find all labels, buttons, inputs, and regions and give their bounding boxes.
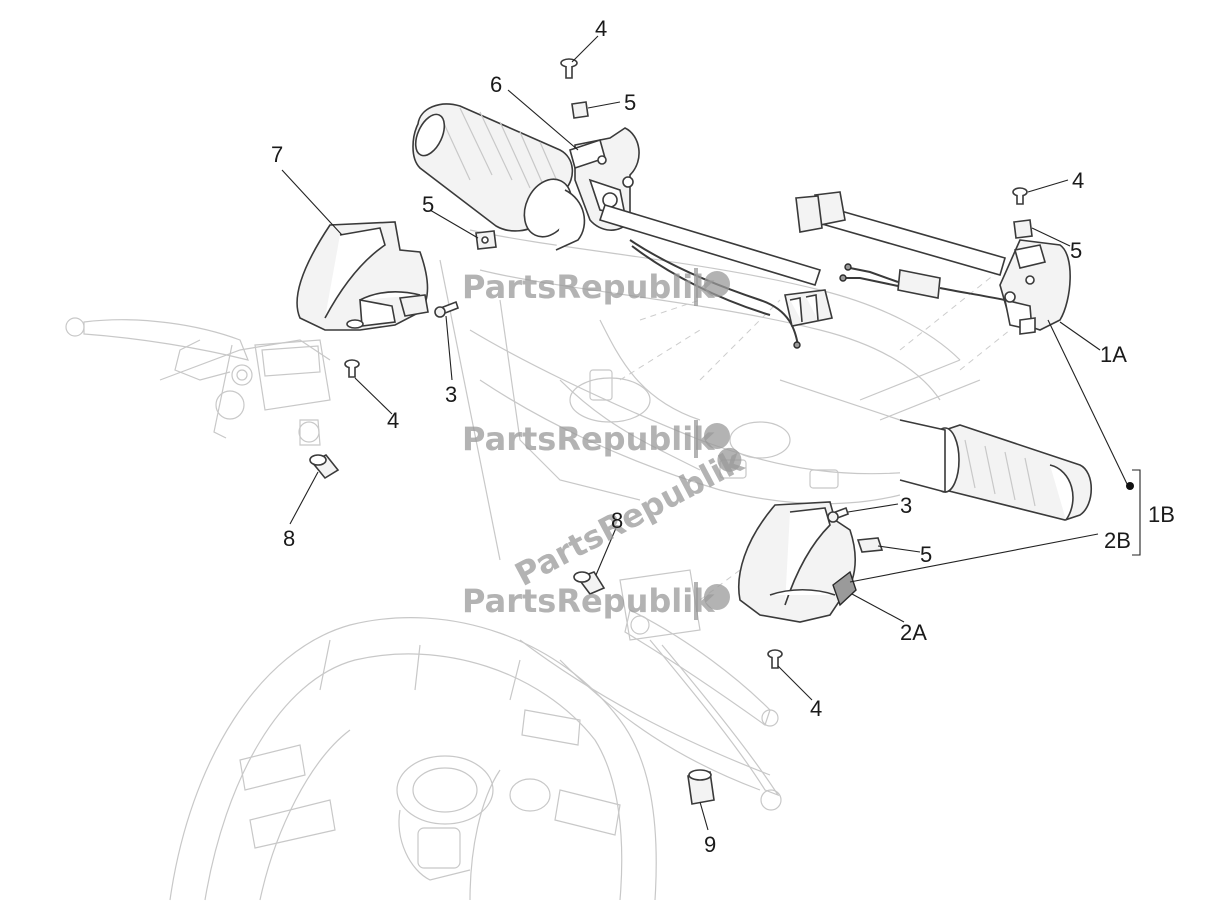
callout-2b: 2B [1104, 528, 1131, 553]
watermark-text: PartsRepublik [462, 268, 715, 306]
right-switch-assembly [795, 191, 1071, 335]
right-brake-lever [619, 569, 782, 811]
callout-4: 4 [1072, 168, 1084, 193]
callout-3: 3 [900, 493, 912, 518]
left-switch-cover [296, 221, 429, 331]
callout-5: 5 [422, 192, 434, 217]
callout-5: 5 [1070, 238, 1082, 263]
callout-1b: 1B [1148, 502, 1175, 527]
watermark-3: PartsRepublik [509, 441, 750, 593]
left-brake-lever [65, 317, 331, 446]
callout-2a: 2A [900, 620, 927, 645]
screw-3-left [434, 300, 459, 318]
screw-4-top [560, 58, 578, 79]
watermark-2: PartsRepublik [462, 420, 730, 458]
callout-8: 8 [611, 508, 623, 533]
clip-5-top [571, 101, 589, 119]
screw-4-right-bottom [767, 649, 783, 669]
clip-5-right-bottom [856, 537, 884, 553]
watermark-1: PartsRepublik [462, 268, 730, 306]
callout-4: 4 [387, 408, 399, 433]
callout-4: 4 [595, 16, 607, 41]
right-grip [899, 419, 1092, 521]
callout-9: 9 [704, 832, 716, 857]
clip-5-right [1013, 219, 1033, 239]
callout-1a: 1A [1100, 342, 1127, 367]
screw-3-right [827, 506, 850, 523]
callout-labels: 4 5 6 7 5 4 5 1A 3 4 8 3 1B 2B 5 8 2A 4 … [271, 16, 1175, 857]
callout-3: 3 [445, 382, 457, 407]
leader-lines [281, 35, 1141, 831]
clip-5-left [475, 230, 497, 250]
bulb-8-right [573, 571, 606, 595]
screw-4-right-top [1012, 187, 1028, 205]
watermark-text: PartsRepublik [462, 420, 715, 458]
left-grip [412, 103, 586, 251]
callout-5: 5 [920, 542, 932, 567]
callout-6: 6 [490, 72, 502, 97]
watermark-4: PartsRepublik [462, 582, 730, 620]
callout-4: 4 [810, 696, 822, 721]
gear-flag-icon [717, 447, 742, 472]
callout-5: 5 [624, 90, 636, 115]
bracket-dot [1126, 482, 1134, 490]
gear-flag-icon [704, 584, 730, 610]
socket-9 [687, 769, 715, 805]
gear-flag-icon [704, 423, 730, 449]
watermark-text: PartsRepublik [462, 582, 715, 620]
right-switch-cover [737, 501, 857, 623]
screw-4-left-bottom [344, 359, 360, 378]
bulb-8-left [309, 453, 340, 480]
gear-flag-icon [704, 271, 730, 297]
callout-7: 7 [271, 142, 283, 167]
ghost-frame [159, 229, 1011, 901]
callout-8: 8 [283, 526, 295, 551]
left-switch-assembly [569, 127, 833, 349]
